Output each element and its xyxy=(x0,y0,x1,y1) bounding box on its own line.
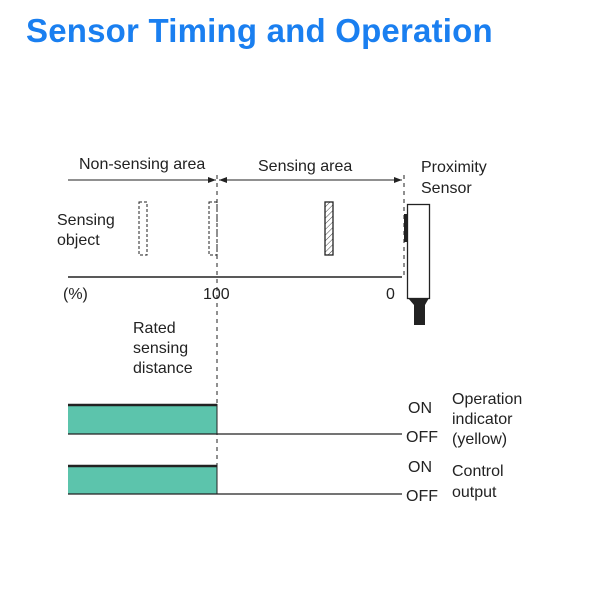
operation-label-line2: indicator xyxy=(452,411,513,428)
operation-off-label: OFF xyxy=(406,429,438,446)
object-far-outline xyxy=(138,201,148,256)
non-sensing-area-label: Non-sensing area xyxy=(79,156,205,173)
sensing-object xyxy=(324,201,334,256)
control-label-line2: output xyxy=(452,484,497,501)
object-label-line2: object xyxy=(57,232,100,249)
object-edge-outline xyxy=(208,201,218,256)
operation-label-line1: Operation xyxy=(452,391,522,408)
sensor-label-line2: Sensor xyxy=(421,180,472,197)
sensing-area-label: Sensing area xyxy=(258,158,352,175)
rated-label-line3: distance xyxy=(133,360,193,377)
rated-label-line1: Rated xyxy=(133,320,176,337)
axis-unit: (%) xyxy=(63,286,88,303)
proximity-sensor-icon xyxy=(404,203,431,325)
object-label-line1: Sensing xyxy=(57,212,115,229)
sensor-label-line1: Proximity xyxy=(421,159,487,176)
operation-indicator-timing xyxy=(68,403,402,435)
control-label-line1: Control xyxy=(452,463,504,480)
control-off-label: OFF xyxy=(406,488,438,505)
control-output-timing xyxy=(68,464,402,495)
operation-on-label: ON xyxy=(408,400,432,417)
axis-tick-0: 0 xyxy=(386,286,395,303)
operation-label-line3: (yellow) xyxy=(452,431,507,448)
axis-tick-100: 100 xyxy=(203,286,230,303)
control-on-label: ON xyxy=(408,459,432,476)
page-title: Sensor Timing and Operation xyxy=(26,12,493,49)
rated-label-line2: sensing xyxy=(133,340,188,357)
